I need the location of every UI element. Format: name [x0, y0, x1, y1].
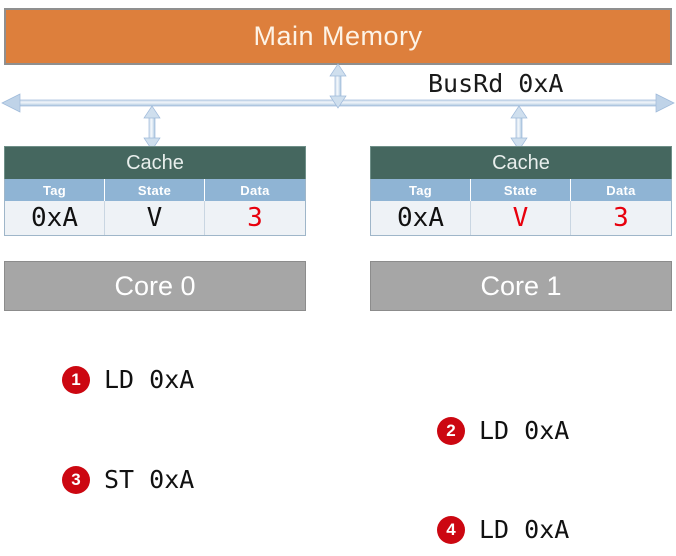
cache0-state-value: V	[105, 201, 205, 235]
table-row: 0xA V 3	[5, 201, 305, 235]
core-block-0: Core 0	[4, 261, 306, 311]
bus-operation-label: BusRd 0xA	[428, 69, 564, 98]
column-header-state: State	[471, 179, 571, 201]
bus-cache1-connector	[510, 105, 528, 151]
instruction-step-4: 4 LD 0xA	[437, 515, 569, 544]
step-badge-1: 1	[62, 365, 90, 394]
column-header-tag: Tag	[371, 179, 471, 201]
cache-table-0: Tag State Data 0xA V 3	[4, 179, 306, 236]
core-1-label: Core 1	[480, 270, 562, 301]
table-row: 0xA V 3	[371, 201, 671, 235]
cache1-data-value: 3	[571, 201, 671, 235]
cache-title-0: Cache	[4, 146, 306, 179]
cache-table-1: Tag State Data 0xA V 3	[370, 179, 672, 236]
instruction-step-3: 3 ST 0xA	[62, 465, 194, 494]
cache0-data-value: 3	[205, 201, 305, 235]
cache1-state-value: V	[471, 201, 571, 235]
column-header-data: Data	[571, 179, 671, 201]
step-badge-4: 4	[437, 515, 465, 544]
cache-table-header-row-1: Tag State Data	[371, 179, 671, 201]
instruction-text-4: LD 0xA	[479, 515, 570, 544]
bus-diagram	[1, 63, 675, 151]
core-block-1: Core 1	[370, 261, 672, 311]
memory-bus-connector	[329, 63, 347, 109]
main-memory-label: Main Memory	[253, 21, 423, 51]
bus-cache0-connector	[143, 105, 161, 151]
main-memory-block: Main Memory	[4, 8, 672, 65]
instruction-text-2: LD 0xA	[479, 416, 570, 445]
cache0-tag-value: 0xA	[5, 201, 105, 235]
instruction-text-3: ST 0xA	[104, 465, 195, 494]
column-header-data: Data	[205, 179, 305, 201]
step-badge-2: 2	[437, 416, 465, 445]
step-badge-3: 3	[62, 465, 90, 494]
column-header-tag: Tag	[5, 179, 105, 201]
instruction-step-2: 2 LD 0xA	[437, 416, 569, 445]
cache-title-1: Cache	[370, 146, 672, 179]
instruction-step-1: 1 LD 0xA	[62, 365, 194, 394]
instruction-text-1: LD 0xA	[104, 365, 195, 394]
cache1-tag-value: 0xA	[371, 201, 471, 235]
cache-table-header-row-0: Tag State Data	[5, 179, 305, 201]
column-header-state: State	[105, 179, 205, 201]
cache-block-0: Cache Tag State Data 0xA V 3	[4, 146, 306, 236]
cache-block-1: Cache Tag State Data 0xA V 3	[370, 146, 672, 236]
core-0-label: Core 0	[114, 270, 196, 301]
